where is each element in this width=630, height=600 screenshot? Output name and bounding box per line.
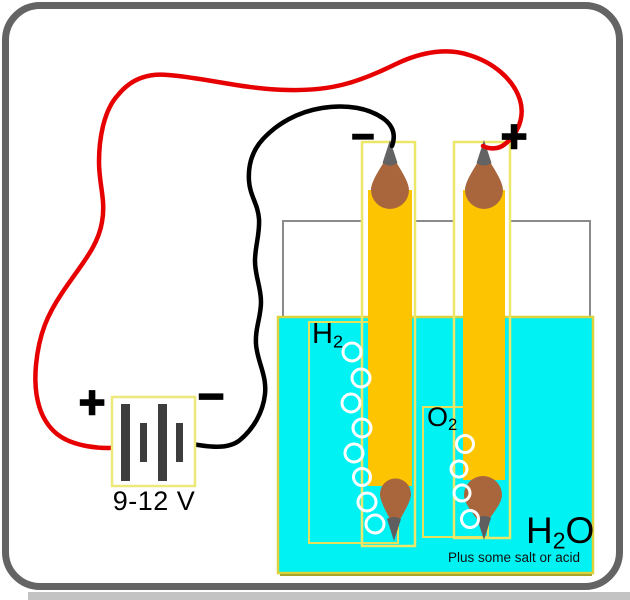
oxygen-bubbles [449, 434, 480, 529]
gas-bubble [350, 367, 372, 389]
gas-bubble [341, 341, 363, 363]
oxygen-subscript: 2 [448, 415, 458, 435]
gas-bubble [452, 483, 472, 503]
gas-bubble [343, 442, 365, 464]
gas-bubble [364, 513, 386, 535]
battery-voltage-label: 9-12 V [112, 486, 196, 516]
positive-wire-red [33, 49, 524, 451]
hydrogen-bubbles [340, 341, 386, 535]
water-formula-label: H2O [526, 512, 594, 553]
right-pencil-wood-top [465, 152, 503, 209]
battery-positive-sign: + [78, 376, 106, 428]
left-pencil-body [368, 190, 412, 486]
gas-bubble [449, 459, 469, 479]
water [276, 315, 595, 575]
gas-bubble [351, 417, 373, 439]
battery-cell-plate-long [121, 404, 130, 481]
hydrogen-gas-label: H2 [312, 318, 343, 352]
hydrogen-symbol: H [312, 318, 333, 350]
left-pencil-tube [360, 140, 417, 548]
solution-note: Plus some salt or acid [447, 550, 581, 565]
battery-cell-plate-short [140, 423, 147, 462]
battery [110, 395, 197, 488]
hydrogen-subscript: 2 [332, 331, 343, 352]
left-pencil-wood-top [371, 152, 409, 209]
battery-cell-plate-short [176, 423, 183, 462]
right-pencil-lead-bottom [477, 516, 491, 540]
right-pencil-lead-top [476, 140, 492, 166]
beaker-outline [282, 220, 591, 318]
right-pencil-body [463, 190, 505, 480]
left-pencil-lead-top [382, 140, 398, 166]
gas-bubble [455, 434, 475, 454]
right-pencil-electrode [463, 140, 505, 540]
oxygen-symbol: O [427, 402, 449, 432]
battery-cell-plate-long [158, 404, 167, 481]
left-pencil-wood-bottom [380, 478, 411, 529]
oxygen-gas-label: O2 [427, 404, 457, 434]
image-edge-strip [28, 592, 630, 600]
gas-bubble [352, 467, 372, 487]
right-pencil-wood-bottom [464, 476, 502, 529]
cathode-negative-sign: − [351, 115, 376, 159]
gas-bubble [460, 509, 480, 529]
gas-bubble [340, 392, 362, 414]
left-pencil-lead-bottom [387, 517, 401, 541]
water-formula-o: O [565, 510, 595, 551]
negative-wire-black [183, 104, 396, 449]
battery-negative-sign: − [197, 370, 225, 422]
water-formula-h: H [526, 510, 553, 551]
right-pencil-tube [452, 140, 512, 540]
anode-positive-sign: + [500, 110, 528, 162]
water-formula-subscript: 2 [552, 527, 566, 554]
left-pencil-electrode [368, 140, 412, 541]
gas-bubble [356, 491, 378, 513]
